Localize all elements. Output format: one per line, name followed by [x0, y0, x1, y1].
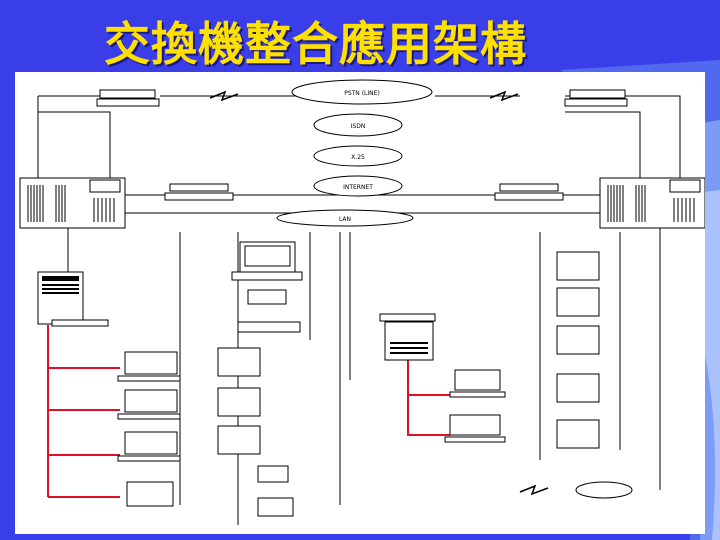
pbx-left: [19, 177, 126, 229]
pbx-right: [599, 177, 706, 229]
cloud-lan: LAN: [276, 209, 414, 227]
slide-title: 交換機整合應用架構: [104, 17, 527, 71]
svg-text:PSTN (LINE): PSTN (LINE): [344, 90, 380, 97]
voice-server-left-caption: [51, 319, 109, 327]
wan-link-icons: [209, 90, 549, 496]
printer-center: [237, 289, 301, 333]
svg-text:X.25: X.25: [351, 154, 365, 161]
phones-left: [126, 347, 261, 507]
modem-mid-left: [164, 183, 234, 201]
voice-server-left: [37, 271, 84, 325]
svg-text:LAN: LAN: [339, 216, 351, 223]
cloud-isdn: ISDN: [313, 113, 403, 137]
modem-right: [564, 89, 628, 107]
cloud-internet: INTERNET: [313, 175, 403, 197]
pc-terminals-right: [444, 369, 506, 443]
fax-scanner: [257, 465, 294, 517]
voice-server-right: [379, 313, 436, 361]
pc-terminals-left: [117, 351, 181, 462]
phones-right: [556, 251, 600, 449]
cloud-public-network: PSTN (LINE): [291, 79, 433, 105]
cloud-x25: X.25: [313, 145, 403, 167]
modem-left: [96, 89, 160, 107]
svg-text:ISDN: ISDN: [351, 123, 366, 130]
svg-text:INTERNET: INTERNET: [343, 184, 373, 191]
voice-mail-unit: [575, 481, 633, 499]
workstation-center: [231, 241, 303, 281]
diagram-canvas: PSTN (LINE) ISDN X.25 INTERNET LAN: [19, 79, 706, 525]
modem-mid-right: [494, 183, 564, 201]
network-diagram: PSTN (LINE) ISDN X.25 INTERNET LAN: [15, 72, 706, 534]
extension-lines: [47, 325, 450, 498]
